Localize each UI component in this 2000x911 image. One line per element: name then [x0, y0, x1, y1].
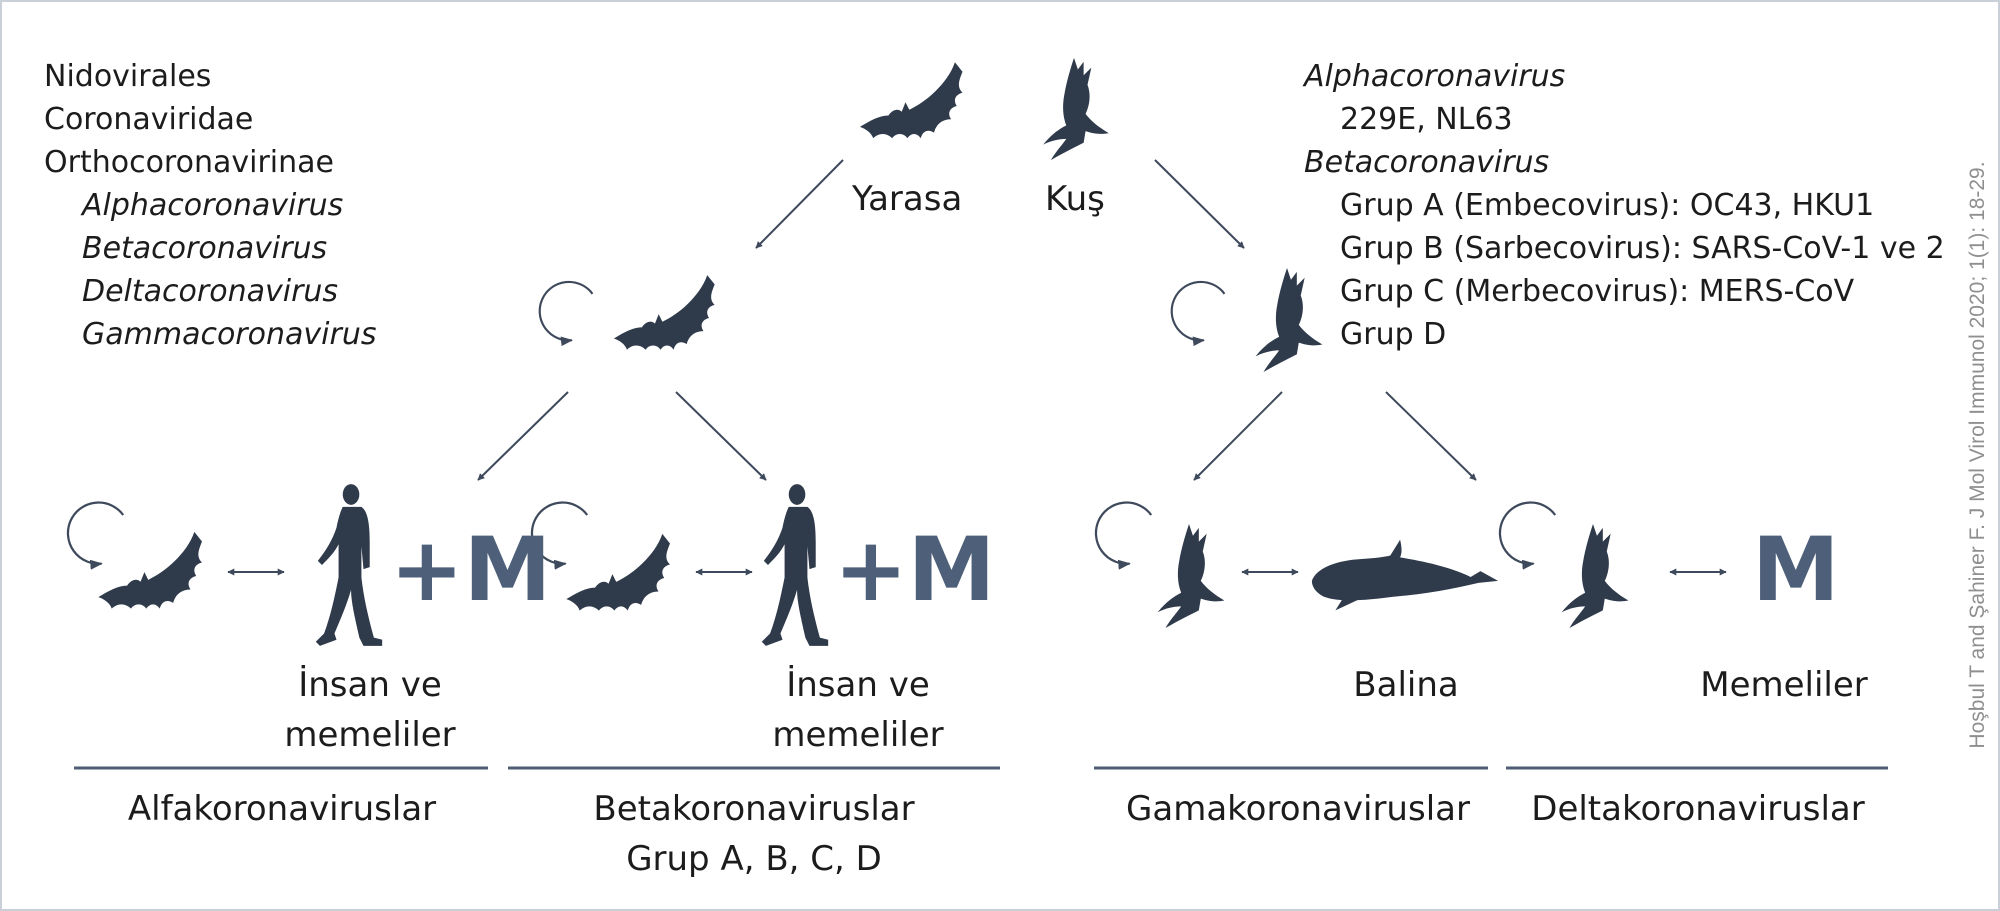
beta-group-b: Grup B (Sarbecovirus): SARS-CoV-1 ve 2	[1340, 231, 1945, 266]
cycle-arrow-icon	[1172, 282, 1225, 340]
bird-icon	[1255, 267, 1323, 373]
bat-icon	[859, 62, 963, 139]
genus-alpha: Alphacoronavirus	[82, 188, 344, 223]
plus-m-label: +M	[390, 518, 551, 621]
cycle-arrow-icon	[68, 503, 123, 564]
group-label-beta-sub: Grup A, B, C, D	[626, 839, 882, 879]
cycle-arrow-icon	[1500, 503, 1555, 564]
genus-delta: Deltacoronavirus	[82, 274, 339, 309]
host-label-mammals: Memeliler	[1700, 665, 1868, 705]
m-label: M	[1752, 518, 1840, 621]
cycle-arrow-icon	[1096, 503, 1151, 564]
bat-source-label: Yarasa	[852, 179, 963, 219]
alpha-members: 229E, NL63	[1340, 102, 1513, 137]
group-label-delta: Deltakoronaviruslar	[1531, 789, 1865, 829]
group-label-gama: Gamakoronaviruslar	[1126, 789, 1470, 829]
bird-source-label: Kuş	[1045, 179, 1105, 219]
taxonomy-subfamily: Orthocoronavirinae	[44, 145, 334, 180]
arrow-bird-source	[1154, 159, 1245, 249]
taxonomy-order: Nidovirales	[44, 59, 212, 94]
cycle-arrow-icon	[540, 282, 593, 340]
whale-icon	[1311, 539, 1499, 611]
bird-icon	[1157, 523, 1225, 629]
alpha-title: Alphacoronavirus	[1304, 59, 1566, 94]
group-label-beta: Betakoronaviruslar	[593, 789, 915, 829]
bat-icon	[613, 275, 715, 350]
taxonomy-family: Coronaviridae	[44, 102, 254, 137]
genus-gamma: Gammacoronavirus	[82, 317, 377, 352]
group-label-alfa: Alfakoronaviruslar	[127, 789, 437, 829]
arrow-to-gama	[1193, 391, 1283, 481]
bird-icon	[1043, 57, 1109, 161]
arrow-to-beta	[675, 391, 767, 481]
plus-m-label: +M	[834, 518, 995, 621]
host-label-mammals-2: memeliler	[772, 715, 944, 755]
human-icon	[761, 484, 829, 646]
beta-title: Betacoronavirus	[1304, 145, 1550, 180]
host-label-whale: Balina	[1353, 665, 1459, 705]
citation: Hoşbul T and Şahiner F. J Mol Virol Immu…	[1966, 161, 1989, 749]
beta-group-d: Grup D	[1340, 317, 1447, 352]
arrow-bat-source	[755, 159, 844, 249]
arrow-to-alfa	[477, 391, 569, 481]
host-label-mammals-1: memeliler	[284, 715, 456, 755]
beta-group-a: Grup A (Embecovirus): OC43, HKU1	[1340, 188, 1875, 223]
beta-group-c: Grup C (Merbecovirus): MERS-CoV	[1340, 274, 1855, 309]
genus-beta: Betacoronavirus	[82, 231, 328, 266]
bat-icon	[566, 533, 670, 611]
host-label-human-1: İnsan ve	[298, 665, 442, 705]
bird-icon	[1561, 523, 1629, 629]
arrow-to-delta	[1385, 391, 1477, 481]
host-label-human-2: İnsan ve	[786, 665, 930, 705]
bat-icon	[98, 531, 202, 609]
human-icon	[315, 484, 383, 646]
